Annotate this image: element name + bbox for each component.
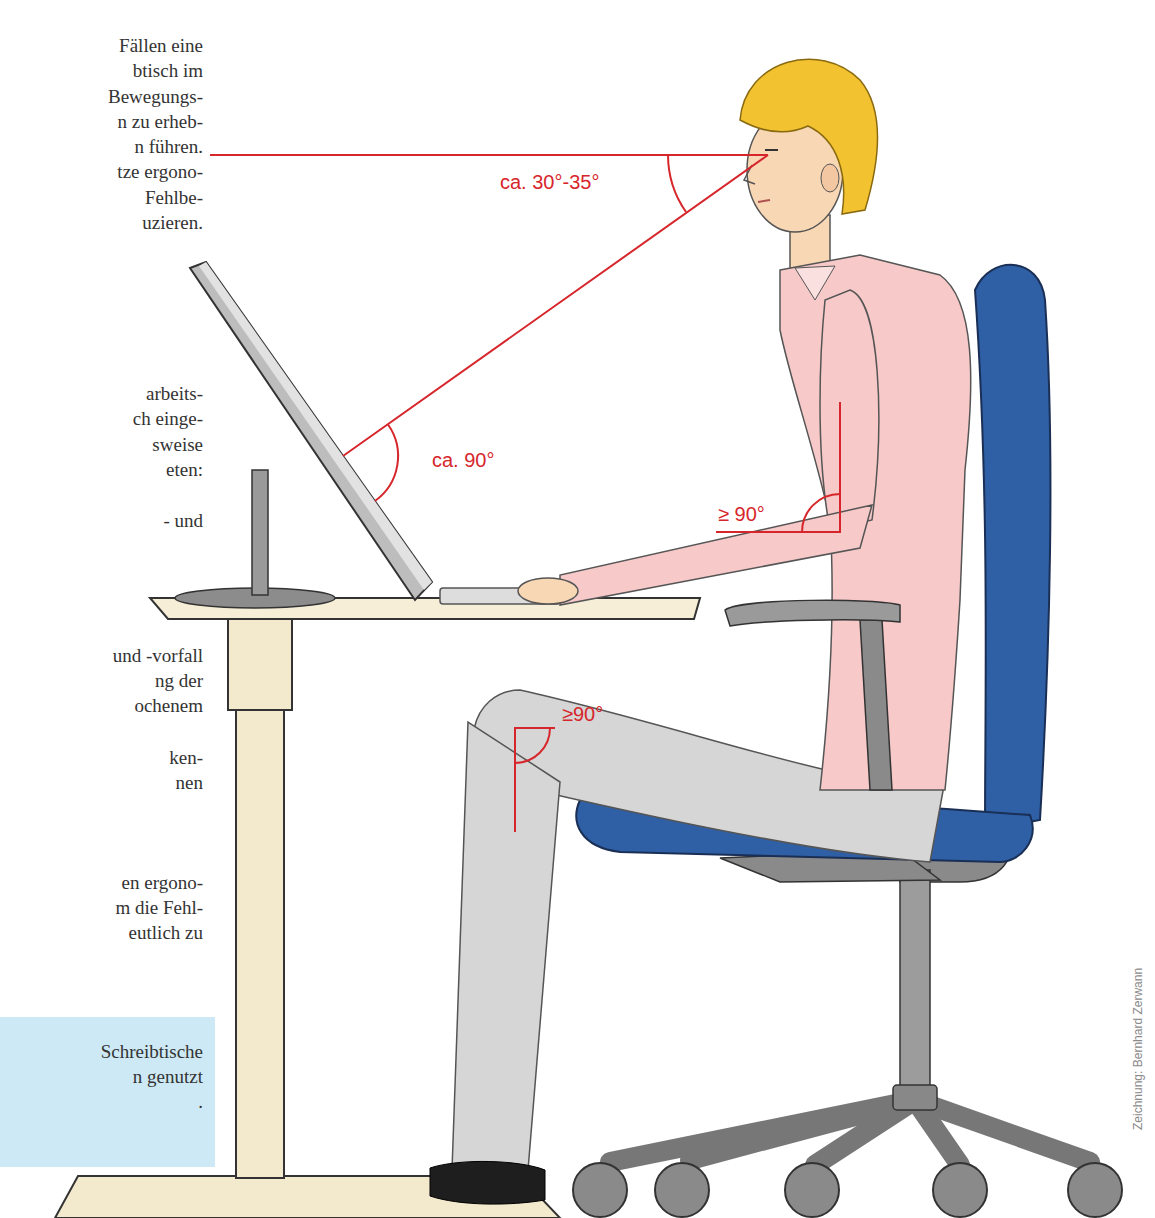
office-chair-part [900,870,930,1095]
person-part [758,200,770,202]
body-text-fragment: und -vorfall [4,643,203,668]
note-text: Schreibtische [4,1039,203,1064]
angle-label: ≥90° [562,702,603,726]
body-text-fragment: uzieren. [4,210,203,235]
body-text-fragment: sweise [4,432,203,457]
person-part [430,1161,545,1204]
person-part [740,59,878,214]
body-text-fragment: Fehlbe- [4,185,203,210]
office-chair-part-part [933,1163,987,1217]
angle-marks-part [515,728,550,763]
angle-marks-part [668,155,686,212]
body-text-fragment: n zu erheb- [4,109,203,134]
body-text-fragment: m die Fehl- [4,895,203,920]
office-chair-part [893,1085,937,1110]
body-text-fragment: Fällen eine [4,33,203,58]
monitor-part [199,262,432,590]
note-text: . [4,1089,203,1114]
arm [518,290,879,605]
arm-part [518,578,578,604]
body-text-fragment: eutlich zu [4,920,203,945]
angle-marks-part [515,728,555,832]
office-chair-part-part [785,1163,839,1217]
angle-marks-part [716,402,840,532]
body-text-fragment: tze ergono- [4,159,203,184]
person-part [821,164,839,192]
office-chair-part-part [915,1100,1090,1162]
desk-part [236,708,284,1178]
angle-label: ca. 90° [432,448,494,472]
office-chair-part [975,265,1050,830]
office-chair-part-part [655,1163,709,1217]
credit-text: Zeichnung: Bernhard Zerwann [1131,968,1145,1130]
body-text-fragment: Bewegungs- [4,84,203,109]
person-part [795,266,835,300]
desk-part [228,616,292,710]
angle-label: ≥ 90° [718,502,765,526]
arm-part [820,290,879,530]
office-chair-part [573,1163,1122,1217]
armrest-part [860,620,892,790]
body-text-fragment: btisch im [4,58,203,83]
angle-marks-part [375,425,398,502]
person-part [765,149,778,151]
office-chair-part-part [573,1163,627,1217]
body-text-fragment: - und [4,508,203,533]
person [430,59,971,1204]
body-text-fragment: ng der [4,668,203,693]
monitor [175,262,432,608]
body-text-fragment: nen [4,770,203,795]
angle-marks-part [802,494,840,532]
person-part [452,722,560,1170]
angle-marks [210,155,840,832]
body-text-fragment: ochenem [4,693,203,718]
body-text-fragment: ken- [4,745,203,770]
body-text-fragment: en ergono- [4,870,203,895]
armrest [725,600,900,790]
note-text: n genutzt [4,1064,203,1089]
armrest-part [725,600,900,626]
office-chair-part [610,1100,1090,1165]
note-box: Schreibtischen genutzt. [0,1017,215,1167]
body-text-fragment: ch einge- [4,406,203,431]
arm-part [560,505,872,605]
angle-marks-part [210,154,768,156]
body-text-fragment: n führen. [4,134,203,159]
angle-label: ca. 30°-35° [500,170,599,194]
body-text-fragment: eten: [4,457,203,482]
angle-marks-part [343,155,768,456]
body-text-fragment: arbeits- [4,381,203,406]
monitor-part [190,262,432,600]
office-chair-part-part [1068,1163,1122,1217]
monitor-part [252,470,268,595]
